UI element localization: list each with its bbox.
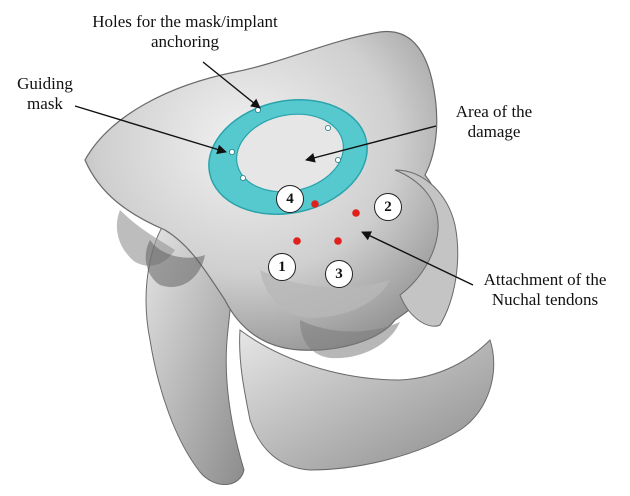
guiding-mask-label: Guiding mask <box>2 74 88 114</box>
attachment-point-4 <box>311 200 319 208</box>
marker-3: 3 <box>325 260 353 288</box>
guiding-mask-label-line2: mask <box>2 94 88 114</box>
holes-label-line2: anchoring <box>60 32 310 52</box>
damage-label: Area of the damage <box>434 102 554 142</box>
nuchal-label-line1: Attachment of the <box>470 270 620 290</box>
anchor-hole <box>335 157 340 162</box>
nuchal-label: Attachment of the Nuchal tendons <box>470 270 620 310</box>
attachment-point-3 <box>334 237 342 245</box>
attachment-point-1 <box>293 237 301 245</box>
anchor-hole <box>229 149 234 154</box>
damage-label-line1: Area of the <box>434 102 554 122</box>
anchor-hole <box>325 125 330 130</box>
guiding-mask-label-line1: Guiding <box>2 74 88 94</box>
marker-2: 2 <box>374 193 402 221</box>
damage-label-line2: damage <box>434 122 554 142</box>
anchor-hole <box>240 175 245 180</box>
nuchal-label-line2: Nuchal tendons <box>470 290 620 310</box>
attachment-point-2 <box>352 209 360 217</box>
holes-label-line1: Holes for the mask/implant <box>60 12 310 32</box>
marker-1: 1 <box>268 253 296 281</box>
holes-label: Holes for the mask/implant anchoring <box>60 12 310 52</box>
marker-4: 4 <box>276 185 304 213</box>
